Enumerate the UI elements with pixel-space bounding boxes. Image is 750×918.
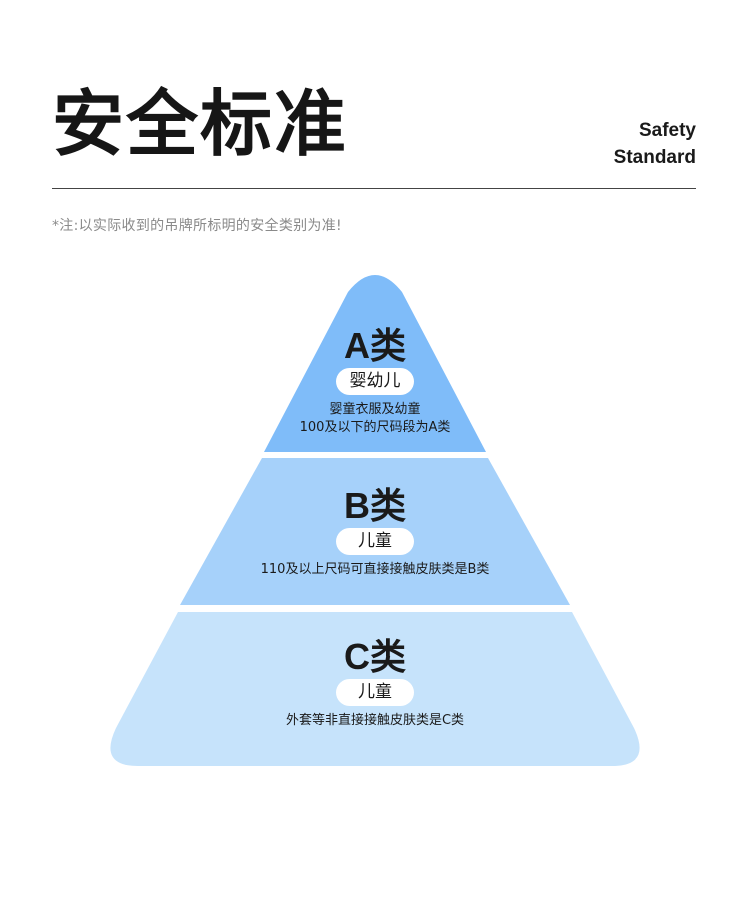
subtitle-line-safety: Safety: [638, 120, 696, 141]
pyramid-tier-a-shape: [264, 275, 486, 452]
tier-c-description-line1: 外套等非直接接触皮肤类是C类: [285, 713, 465, 728]
safety-note: *注:以实际收到的吊牌所标明的安全类别为准!: [52, 218, 342, 234]
tier-c-audience-pill: 儿童: [336, 679, 414, 706]
tier-b-name: B类: [344, 485, 406, 526]
tier-a-description: 婴童衣服及幼童 100及以下的尺码段为A类: [0, 401, 750, 437]
tier-b: B类 儿童 110及以上尺码可直接接触皮肤类是B类: [0, 486, 750, 579]
subtitle-line-standard: Standard: [613, 147, 696, 168]
tier-b-description: 110及以上尺码可直接接触皮肤类是B类: [0, 561, 750, 579]
tier-a-name: A类: [344, 325, 406, 366]
tier-c-description: 外套等非直接接触皮肤类是C类: [0, 712, 750, 730]
tier-b-audience-pill: 儿童: [336, 528, 414, 555]
tier-b-description-line1: 110及以上尺码可直接接触皮肤类是B类: [260, 562, 490, 577]
page-title: 安全标准: [52, 82, 349, 166]
page-subtitle: Safety Standard: [614, 117, 696, 171]
tier-c: C类 儿童 外套等非直接接触皮肤类是C类: [0, 637, 750, 730]
tier-a-description-line1: 婴童衣服及幼童: [329, 402, 421, 417]
tier-a: A类 婴幼儿 婴童衣服及幼童 100及以下的尺码段为A类: [0, 326, 750, 437]
tier-a-audience-pill: 婴幼儿: [336, 368, 414, 395]
tier-c-name: C类: [344, 636, 406, 677]
header-divider: [52, 188, 696, 189]
tier-a-description-line2: 100及以下的尺码段为A类: [299, 420, 451, 435]
